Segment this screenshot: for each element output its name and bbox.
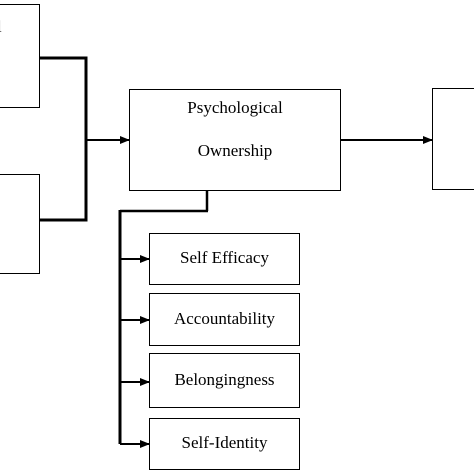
- right-box: [432, 88, 474, 190]
- left-top-box: l: [0, 4, 40, 108]
- accountability-box: Accountability: [149, 293, 300, 346]
- belongingness-label: Belongingness: [174, 369, 275, 389]
- self-identity-box: Self-Identity: [149, 418, 300, 470]
- left-top-box-label: l: [0, 17, 2, 37]
- self-efficacy-box: Self Efficacy: [149, 233, 300, 285]
- self-identity-label: Self-Identity: [181, 433, 268, 452]
- center-box-line2: Ownership: [197, 141, 273, 160]
- belongingness-box: Belongingness: [149, 353, 300, 408]
- center-box-line1: Psychological: [187, 98, 283, 117]
- psychological-ownership-box: Psychological Ownership: [129, 89, 341, 191]
- accountability-label: Accountability: [173, 308, 276, 328]
- self-efficacy-label: Self Efficacy: [180, 248, 269, 267]
- left-bottom-box: [0, 174, 40, 274]
